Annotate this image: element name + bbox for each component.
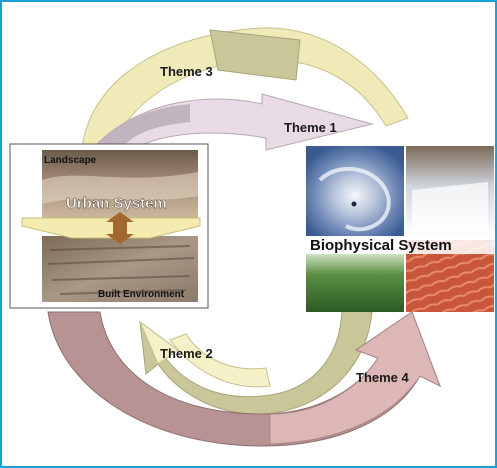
hurricane-photo: [306, 146, 404, 236]
built-environment-texture: [47, 245, 195, 295]
urban-system-title: Urban System: [66, 195, 167, 212]
urban-connector-up: [106, 212, 134, 222]
dam-water: [412, 182, 488, 232]
theme3-arrow: [81, 27, 409, 151]
hurricane-eye: [351, 201, 357, 207]
built-environment-label: Built Environment: [98, 289, 185, 300]
theme3-label: Theme 3: [160, 64, 213, 79]
theme2-arrow-head: [138, 320, 179, 365]
forest-photo: [306, 254, 404, 312]
theme4-label: Theme 4: [356, 370, 410, 385]
urban-connector: [113, 218, 127, 238]
urban-connector-down: [106, 234, 134, 244]
biophysical-system-title: Biophysical System: [310, 237, 452, 254]
urban-chevron: [21, 217, 201, 239]
landscape-label: Landscape: [44, 155, 97, 166]
theme2-inner: [169, 333, 271, 388]
theme1-label: Theme 1: [284, 120, 337, 135]
theme4-arrow-light: [269, 311, 441, 445]
theme2-label: Theme 2: [160, 346, 213, 361]
biophysical-label-band: [306, 236, 494, 254]
landscape-terrain: [42, 172, 198, 204]
hurricane-swirl: [318, 166, 391, 232]
theme3-arrow-head: [209, 29, 301, 81]
